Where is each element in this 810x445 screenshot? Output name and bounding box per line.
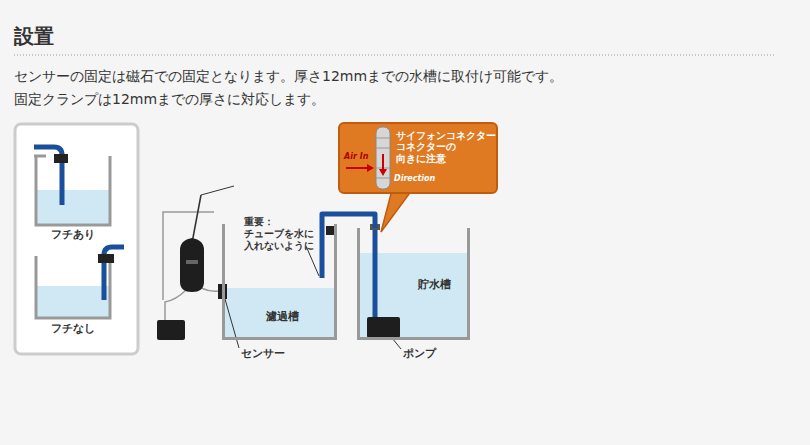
small-tank — [36, 256, 110, 318]
siphon-tube — [322, 214, 375, 228]
callout-text: サイフォンコネクター コネクターの 向きに注意 — [396, 130, 496, 164]
tank-name: 濾過槽 — [266, 310, 299, 324]
clamp — [98, 254, 114, 263]
leader-line — [225, 299, 239, 348]
water-tank: 濾過槽 — [222, 224, 337, 340]
cable — [165, 290, 186, 320]
tube — [320, 224, 325, 278]
title-rule — [14, 55, 776, 56]
clamp — [54, 154, 68, 163]
label: 重要： チューブを水に 入れないように — [244, 216, 314, 252]
label: フチあり — [51, 228, 95, 242]
water — [37, 190, 109, 224]
label: フチなし — [51, 322, 95, 336]
water-tank: 貯水槽 — [357, 228, 470, 340]
leader-line — [201, 186, 234, 195]
cable — [163, 212, 214, 300]
page-title: 設置 — [14, 24, 54, 49]
note-callout: サイフォンコネクター コネクターの 向きに注意 Air In Direction — [338, 122, 498, 194]
label: ポンプ — [403, 347, 436, 360]
water — [225, 288, 334, 338]
controller-mark — [186, 260, 198, 264]
example-panel — [15, 124, 138, 354]
label: 固定クランプは12mmまでの厚さに対応します。 — [14, 91, 325, 109]
controller — [180, 238, 204, 292]
water — [37, 286, 109, 317]
label: センサー — [241, 347, 285, 360]
callout-text: Air In — [344, 152, 368, 162]
callout-text: Direction — [394, 174, 435, 184]
pump — [367, 317, 400, 338]
callout-pointer — [381, 190, 412, 232]
power-adapter — [157, 320, 185, 340]
tank-rim — [34, 155, 46, 158]
label: センサーの固定は磁石での固定となります。厚さ12mmまでの水槽に取付け可能です。 — [14, 68, 563, 86]
small-tank — [36, 156, 110, 225]
tank-name: 貯水槽 — [418, 278, 451, 292]
cable — [201, 288, 218, 291]
tube — [373, 227, 378, 320]
cable — [192, 195, 201, 243]
